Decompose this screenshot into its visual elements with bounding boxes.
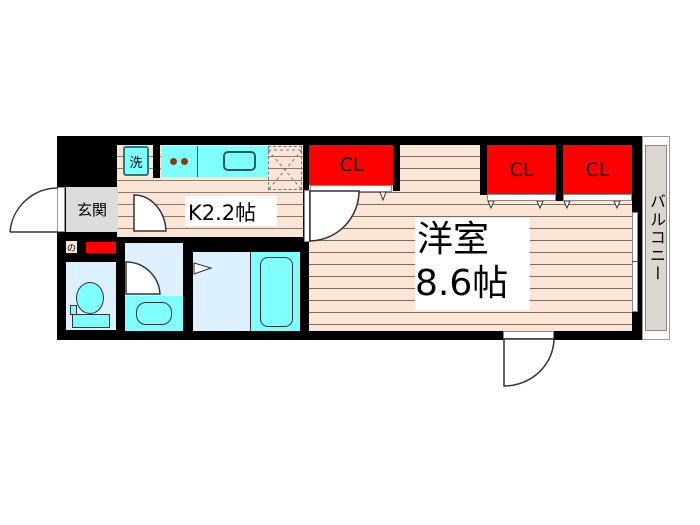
bathtub bbox=[250, 252, 300, 331]
closet-2-label: CL bbox=[509, 158, 534, 181]
closet-3-label: CL bbox=[585, 158, 610, 181]
bottom-door-icon[interactable] bbox=[502, 338, 556, 388]
sink-basin bbox=[223, 151, 256, 171]
kitchen-door-icon[interactable] bbox=[132, 193, 168, 235]
shoe-cabinet bbox=[86, 242, 116, 253]
closet-3[interactable]: CL bbox=[563, 145, 632, 194]
vanity-basin bbox=[136, 302, 172, 325]
sink-counter bbox=[198, 146, 268, 177]
meter-label: の bbox=[66, 243, 76, 254]
toilet-bowl bbox=[76, 282, 104, 314]
western-room-size: 8.6帖 bbox=[415, 263, 509, 304]
washroom-door-icon[interactable] bbox=[125, 260, 161, 296]
closet-divider bbox=[556, 145, 563, 201]
fridge-x-icon bbox=[268, 149, 302, 190]
entrance-door-frame bbox=[57, 187, 65, 232]
western-room-label-box: 洋室 8.6帖 bbox=[415, 218, 530, 310]
closet-2-side-wall bbox=[480, 145, 487, 195]
window-divider bbox=[632, 261, 638, 262]
closet-2[interactable]: CL bbox=[487, 145, 556, 194]
balcony: バルコニー bbox=[645, 145, 667, 331]
toilet-room bbox=[66, 262, 116, 330]
toilet-base bbox=[72, 314, 110, 328]
closet-1[interactable]: CL bbox=[309, 145, 394, 185]
washer-space: 洗 bbox=[123, 146, 149, 176]
kitchen-label: K2.2帖 bbox=[188, 201, 257, 225]
closet-1-side-wall bbox=[393, 145, 400, 191]
vanity bbox=[125, 296, 183, 331]
balcony-label: バルコニー bbox=[647, 193, 666, 283]
washer-label: 洗 bbox=[129, 155, 143, 171]
kitchen-label-box: K2.2帖 bbox=[185, 196, 277, 226]
bath-door-icon[interactable] bbox=[193, 262, 213, 276]
burner-icon bbox=[181, 158, 188, 165]
stove bbox=[161, 146, 198, 177]
entrance-area: 玄関 bbox=[66, 187, 118, 232]
kitchen-partition bbox=[153, 145, 160, 178]
burner-icon bbox=[170, 158, 177, 165]
bath-wet-area bbox=[193, 252, 250, 331]
closet-1-label: CL bbox=[339, 154, 364, 176]
fridge-space bbox=[268, 146, 302, 190]
closet-3-doors[interactable] bbox=[563, 194, 632, 201]
bathtub-basin bbox=[260, 257, 293, 327]
entrance-door-icon[interactable] bbox=[8, 186, 60, 234]
closet-23-door-markers bbox=[487, 201, 621, 210]
entrance-label: 玄関 bbox=[76, 201, 107, 219]
balcony-window[interactable] bbox=[632, 212, 638, 312]
meter-box: の bbox=[66, 241, 77, 254]
closet-2-doors[interactable] bbox=[487, 194, 556, 201]
room-door-icon[interactable] bbox=[309, 190, 361, 242]
western-room-name: 洋室 bbox=[417, 219, 490, 260]
